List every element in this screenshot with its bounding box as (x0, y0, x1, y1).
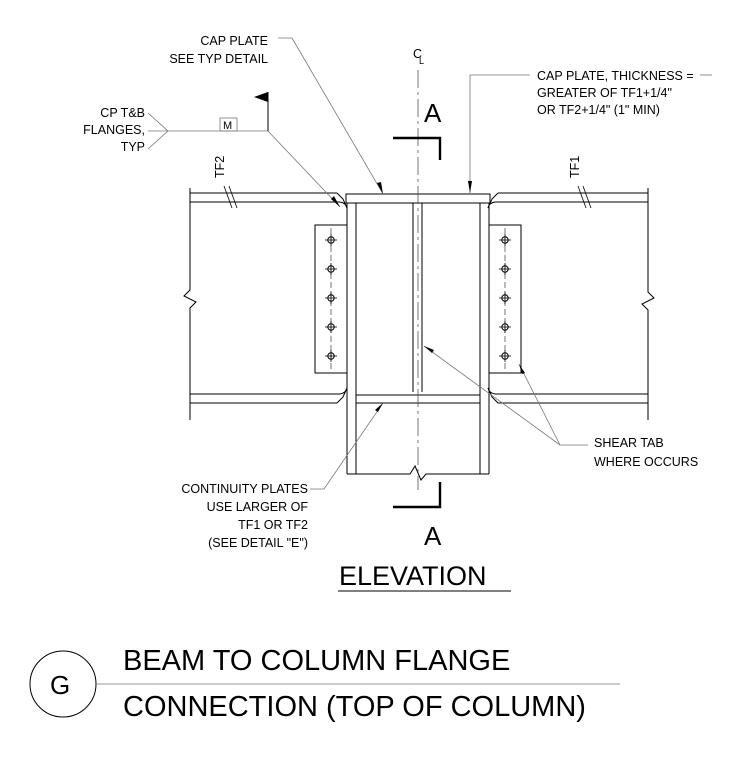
svg-text:TYP: TYP (121, 140, 145, 154)
svg-text:CP T&B: CP T&B (100, 106, 145, 120)
svg-text:CONTINUITY PLATES: CONTINUITY PLATES (181, 482, 308, 496)
note-continuity-plates: CONTINUITY PLATES USE LARGER OF TF1 OR T… (181, 402, 384, 550)
detail-tag: G (50, 670, 70, 700)
detail-title-line1: BEAM TO COLUMN FLANGE (123, 645, 510, 677)
left-beam (183, 188, 348, 420)
elevation-title: ELEVATION (339, 561, 487, 591)
view-title: ELEVATION (338, 561, 511, 592)
column-break-line (347, 464, 489, 481)
section-letter-top: A (424, 98, 442, 128)
right-beam-break-line (641, 188, 655, 420)
svg-text:GREATER OF TF1+1/4": GREATER OF TF1+1/4" (537, 86, 672, 100)
note-cap-plate: CAP PLATE SEE TYP DETAIL (169, 34, 384, 195)
svg-text:WHERE OCCURS: WHERE OCCURS (594, 455, 698, 469)
centerline-symbol: C (413, 47, 422, 61)
svg-text:FLANGES,: FLANGES, (83, 123, 145, 137)
svg-text:CAP PLATE, THICKNESS =: CAP PLATE, THICKNESS = (537, 69, 694, 83)
svg-text:(SEE DETAIL "E"): (SEE DETAIL "E") (208, 536, 308, 550)
svg-text:SHEAR TAB: SHEAR TAB (594, 436, 664, 450)
note-cap-plate-thickness: CAP PLATE, THICKNESS = GREATER OF TF1+1/… (468, 69, 712, 193)
field-weld-flag (254, 92, 268, 102)
note-cp-flanges-weld-symbol: CP T&B FLANGES, TYP M (83, 92, 341, 208)
section-letter-bottom: A (424, 521, 442, 551)
right-beam (487, 188, 655, 420)
svg-text:OR TF2+1/4" (1" MIN): OR TF2+1/4" (1" MIN) (537, 103, 660, 117)
svg-text:CAP PLATE: CAP PLATE (200, 34, 268, 48)
column-centerline: C L (413, 47, 424, 490)
shear-tab-left (314, 224, 348, 374)
detail-title-line2: CONNECTION (TOP OF COLUMN) (123, 691, 586, 723)
left-beam-break-line (183, 188, 197, 420)
svg-text:TF1 OR TF2: TF1 OR TF2 (238, 518, 308, 532)
section-cut-bottom: A (393, 482, 442, 551)
centerline-symbol-sub: L (419, 56, 424, 66)
tf1-marker: TF1 (568, 156, 592, 209)
shear-tab-right (488, 224, 522, 374)
tf1-label: TF1 (568, 156, 582, 178)
section-cut-top: A (393, 98, 442, 160)
note-shear-tab: SHEAR TAB WHERE OCCURS (423, 345, 698, 469)
detail-title-block: G BEAM TO COLUMN FLANGE CONNECTION (TOP … (29, 645, 620, 723)
tf2-label: TF2 (213, 156, 227, 178)
tf2-marker: TF2 (213, 156, 238, 209)
weld-flag-letter: M (223, 120, 232, 132)
svg-text:SEE TYP DETAIL: SEE TYP DETAIL (169, 52, 268, 66)
svg-text:USE LARGER OF: USE LARGER OF (207, 500, 309, 514)
